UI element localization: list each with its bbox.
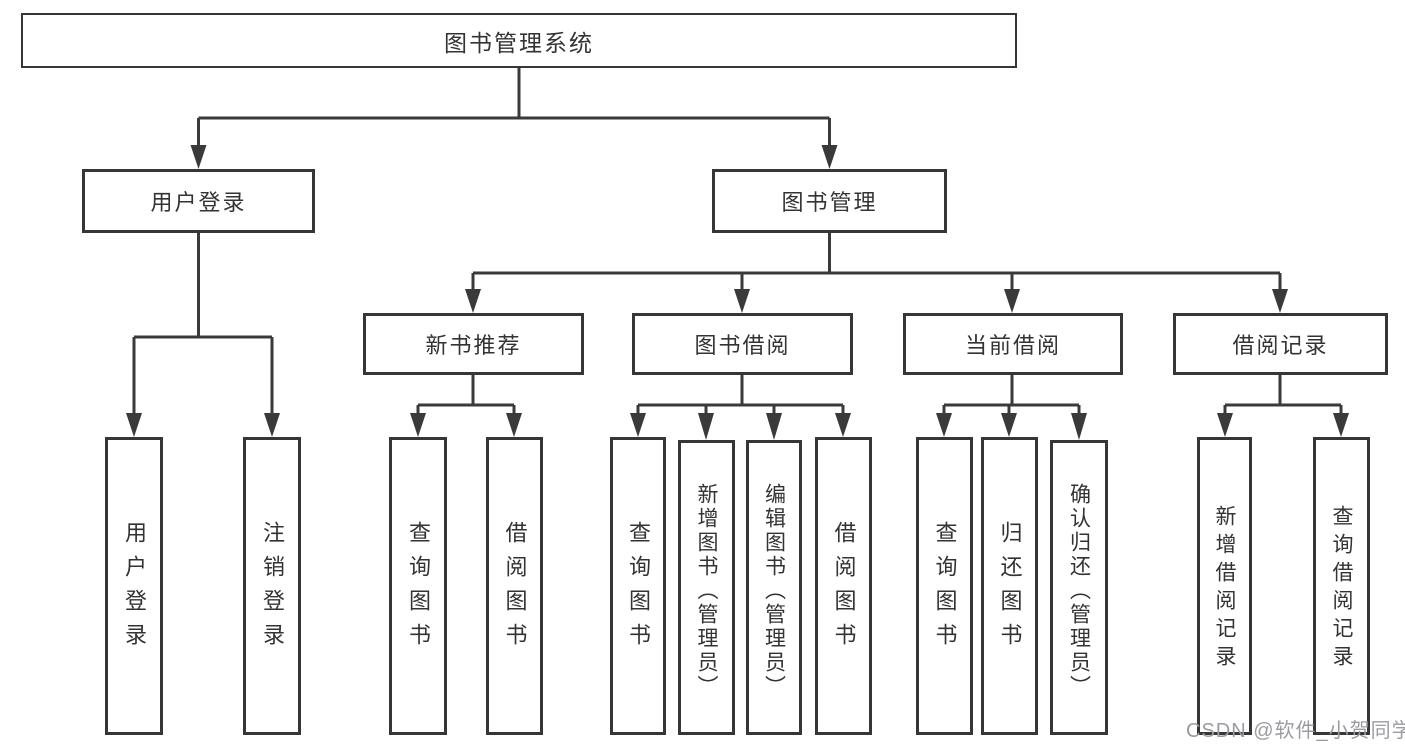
leaf-return-book: 归还图书 — [981, 437, 1038, 735]
leaf-logout: 注销登录 — [243, 437, 301, 735]
leaf-edit-book-admin: 编辑图书（管理员） — [746, 440, 802, 735]
leaf-borrow-book: 借阅图书 — [815, 437, 872, 735]
arrow-down-icon — [1071, 413, 1087, 440]
leaf-query-book-recommend: 查询图书 — [389, 437, 447, 735]
leaf-confirm-return-admin: 确认归还（管理员） — [1050, 440, 1108, 735]
node-user-login: 用户登录 — [82, 169, 315, 233]
csdn-watermark: CSDN @软件_小贺同学 — [1186, 720, 1405, 742]
arrow-down-icon — [190, 145, 207, 169]
connector-new-book-group — [410, 375, 522, 437]
leaf-query-book-current: 查询图书 — [916, 437, 973, 735]
node-current-borrow: 当前借阅 — [903, 313, 1123, 375]
connector-user-login-group — [126, 233, 280, 437]
arrow-down-icon — [698, 413, 714, 440]
arrow-down-icon — [821, 145, 838, 169]
node-borrow-records: 借阅记录 — [1173, 313, 1388, 375]
connector-borrow-records-group — [1217, 375, 1349, 437]
connector-book-borrow-group — [630, 375, 851, 440]
leaf-borrow-book-recommend: 借阅图书 — [486, 437, 543, 735]
connector-root-to-level2 — [190, 68, 838, 169]
arrow-down-icon — [410, 413, 426, 437]
node-book-management: 图书管理 — [712, 169, 947, 233]
leaf-add-borrow-record: 新增借阅记录 — [1197, 437, 1252, 735]
arrow-down-icon — [465, 289, 481, 313]
arrow-down-icon — [1001, 413, 1017, 437]
arrow-down-icon — [630, 413, 646, 437]
leaf-user-login: 用户登录 — [105, 437, 163, 735]
connector-current-borrow-group — [936, 375, 1087, 440]
arrow-down-icon — [766, 413, 782, 440]
node-library-system: 图书管理系统 — [21, 13, 1017, 68]
arrow-down-icon — [126, 413, 142, 437]
arrow-down-icon — [1333, 413, 1349, 437]
arrow-down-icon — [1004, 289, 1020, 313]
arrow-down-icon — [506, 413, 522, 437]
leaf-query-borrow-record: 查询借阅记录 — [1313, 437, 1370, 735]
arrow-down-icon — [1217, 413, 1233, 437]
arrow-down-icon — [936, 413, 952, 437]
arrow-down-icon — [734, 289, 750, 313]
arrow-down-icon — [264, 413, 280, 437]
arrow-down-icon — [1272, 289, 1288, 313]
arrow-down-icon — [835, 413, 851, 437]
leaf-query-book-borrow: 查询图书 — [610, 437, 666, 735]
leaf-add-book-admin: 新增图书（管理员） — [678, 440, 735, 735]
node-new-book-recommend: 新书推荐 — [363, 313, 584, 375]
node-book-borrow: 图书借阅 — [632, 313, 853, 375]
connector-book-management-group — [465, 233, 1288, 313]
